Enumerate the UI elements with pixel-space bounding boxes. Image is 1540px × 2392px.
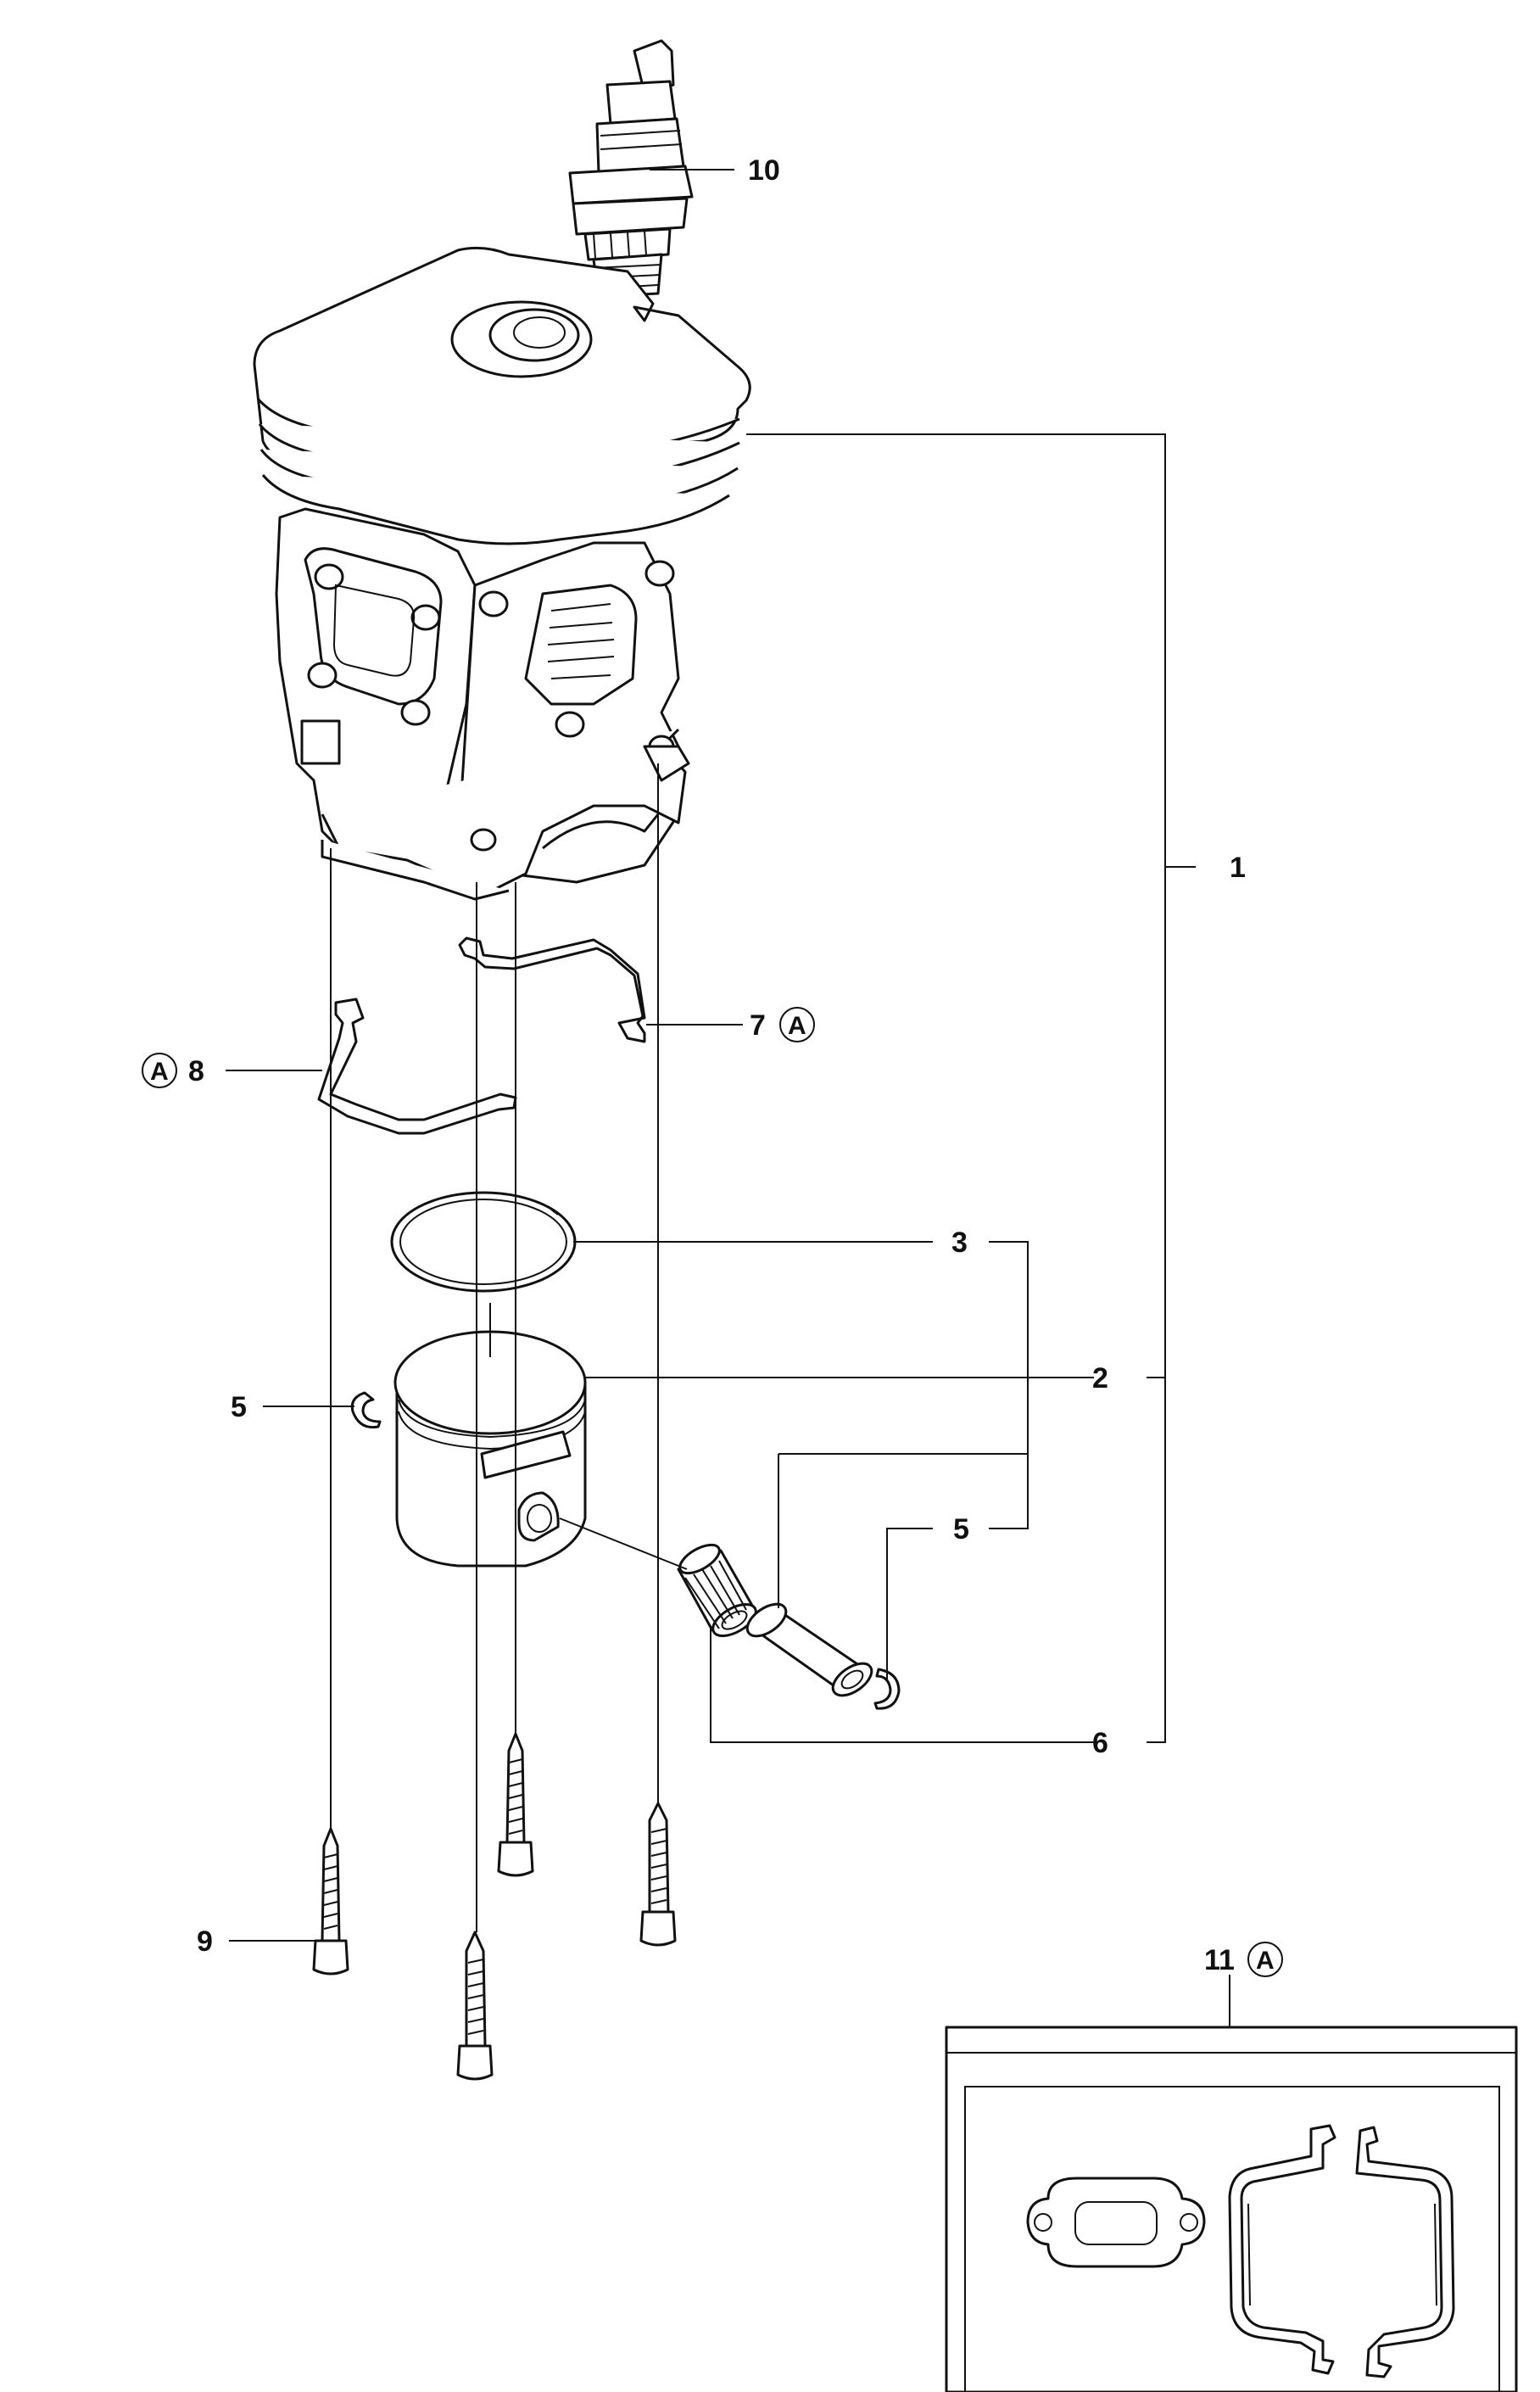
piston <box>393 1330 587 1568</box>
callout-9: 9 <box>197 1925 213 1958</box>
piston-ring <box>390 1191 577 1293</box>
svg-text:A: A <box>1256 1947 1275 1975</box>
callout-2: 2 <box>1092 1362 1108 1394</box>
exhaust-gasket <box>1026 2177 1206 2268</box>
callout-10: 10 <box>748 154 780 187</box>
assembly-axes <box>330 763 688 1932</box>
cylinder-screws <box>312 1732 677 2081</box>
leader-lines <box>226 169 1230 2027</box>
retaining-clip-8 <box>317 998 517 1135</box>
screw <box>497 1732 534 1877</box>
marker-a-7: A <box>779 1007 815 1042</box>
kit-clips <box>1228 2124 1455 2378</box>
retaining-clip-7 <box>458 936 646 1043</box>
callout-5-right: 5 <box>953 1513 969 1545</box>
spark-plug <box>559 39 694 374</box>
callout-1: 1 <box>1230 852 1246 884</box>
callout-8: 8 <box>188 1055 204 1087</box>
piston-pin <box>745 1602 873 1697</box>
callout-5-left: 5 <box>231 1391 247 1423</box>
circlip-left <box>350 1391 382 1429</box>
screw <box>639 1802 677 1947</box>
callout-3: 3 <box>951 1227 968 1259</box>
cylinder <box>253 246 751 901</box>
gasket-kit-box <box>945 2026 1518 2392</box>
marker-a-11: A <box>1247 1942 1283 1977</box>
svg-text:A: A <box>788 1012 806 1040</box>
callout-11: 11 <box>1204 1944 1235 1976</box>
screw <box>456 1931 494 2081</box>
needle-bearing <box>677 1543 757 1638</box>
screw <box>312 1827 349 1976</box>
svg-text:A: A <box>150 1058 169 1086</box>
circlip-right <box>873 1668 901 1710</box>
callouts: 10 1 7 A A 8 3 2 5 5 6 9 11 A <box>142 154 1283 1977</box>
marker-a-8: A <box>142 1053 177 1088</box>
callout-6: 6 <box>1092 1727 1108 1759</box>
callout-7: 7 <box>750 1009 766 1042</box>
